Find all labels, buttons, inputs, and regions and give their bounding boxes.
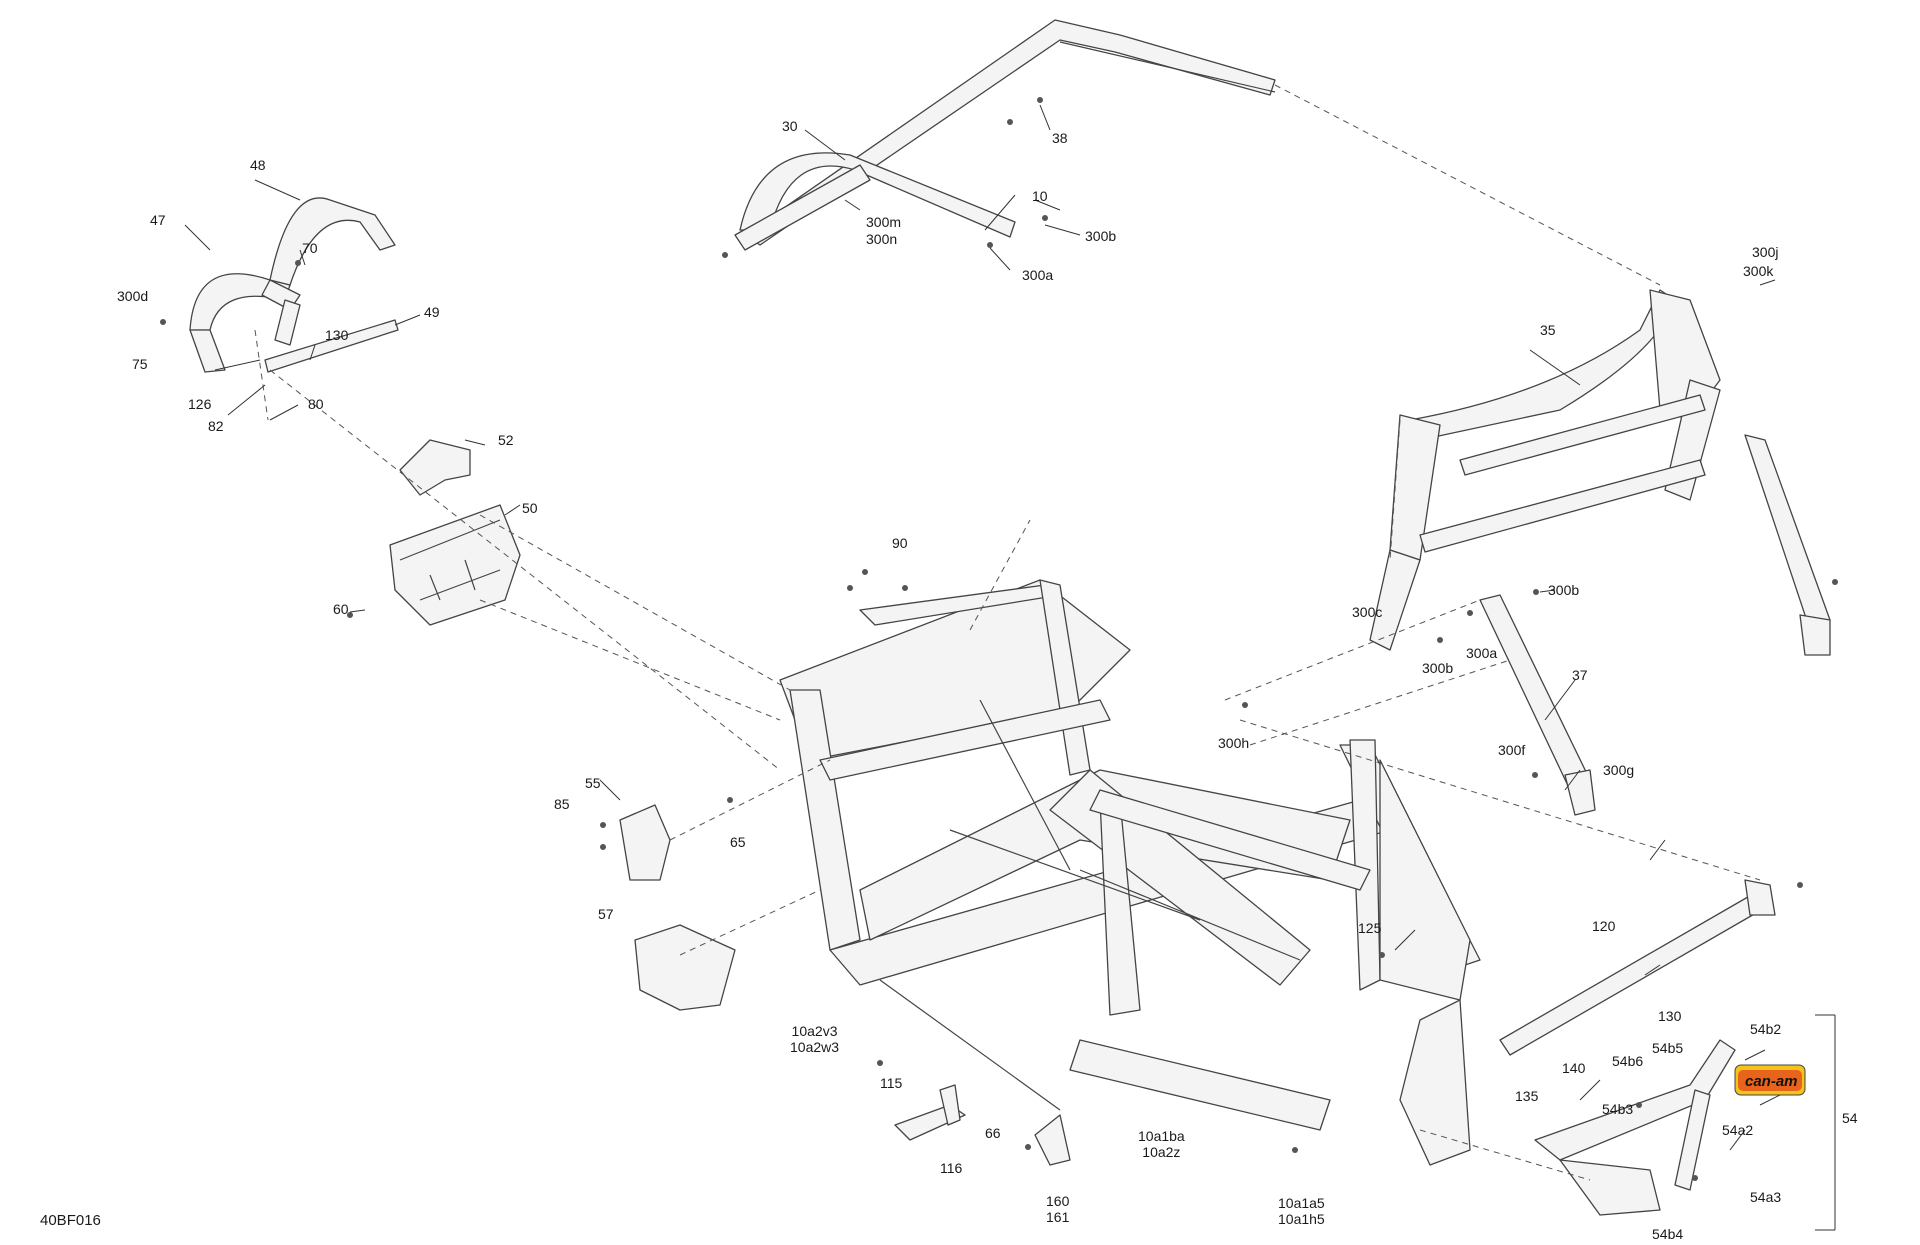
- callout-300m: 300m: [866, 214, 902, 230]
- callout-130-top: 130: [325, 327, 349, 343]
- callout-300b-top: 300b: [1085, 228, 1117, 244]
- rear-roll-cage: [1369, 289, 1831, 656]
- callout-35: 35: [1540, 322, 1556, 338]
- callout-10a2w3: 10a2w3: [790, 1039, 840, 1055]
- callout-54a3: 54a3: [1750, 1189, 1782, 1205]
- callout-10a1a5: 10a1a5: [1278, 1195, 1325, 1211]
- plates-50-52: [389, 439, 521, 626]
- main-frame: [779, 579, 1481, 1166]
- callout-10a1h5: 10a1h5: [1278, 1211, 1325, 1227]
- callout-54b5: 54b5: [1652, 1040, 1684, 1056]
- strut-37: [1479, 594, 1596, 816]
- callout-75: 75: [132, 356, 148, 372]
- callout-10: 10: [1032, 188, 1048, 204]
- callout-30: 30: [782, 118, 798, 134]
- callout-49: 49: [424, 304, 440, 320]
- callout-160-161: 160 161: [1046, 1193, 1069, 1225]
- callout-300c: 300c: [1352, 604, 1383, 620]
- can-am-logo-sticker: can-am: [1734, 1064, 1806, 1096]
- front-grab-bars: [189, 197, 399, 373]
- callout-10a2z: 10a2z: [1142, 1144, 1181, 1160]
- callout-300a-top: 300a: [1022, 267, 1054, 283]
- callout-300b-lower: 300b: [1422, 660, 1454, 676]
- callout-52: 52: [498, 432, 514, 448]
- callout-80: 80: [308, 396, 324, 412]
- callout-54b4: 54b4: [1652, 1226, 1684, 1242]
- callout-54b3: 54b3: [1602, 1101, 1634, 1117]
- callout-135: 135: [1515, 1088, 1539, 1104]
- cross-bar-120: [1499, 879, 1776, 1056]
- callout-126: 126: [188, 396, 212, 412]
- callout-60: 60: [333, 601, 349, 617]
- callout-54a2: 54a2: [1722, 1122, 1754, 1138]
- callout-115: 115: [880, 1075, 903, 1091]
- callout-10a1a5-10a1h5: 10a1a5 10a1h5: [1278, 1195, 1325, 1227]
- callout-300b-right: 300b: [1548, 582, 1580, 598]
- callout-54b6: 54b6: [1612, 1053, 1644, 1069]
- callout-65: 65: [730, 834, 746, 850]
- callout-300f: 300f: [1498, 742, 1526, 758]
- callout-300k: 300k: [1743, 263, 1774, 279]
- callout-300d: 300d: [117, 288, 149, 304]
- lower-brackets: [894, 1084, 1071, 1166]
- callout-82: 82: [208, 418, 224, 434]
- callout-120: 120: [1592, 918, 1616, 934]
- callout-54: 54: [1842, 1110, 1858, 1126]
- callout-85: 85: [554, 796, 570, 812]
- callout-70: 70: [302, 240, 318, 256]
- callout-48: 48: [250, 157, 266, 173]
- callout-10a2v3-10a2w3: 10a2v3 10a2w3: [790, 1023, 839, 1055]
- callout-54b2: 54b2: [1750, 1021, 1782, 1037]
- callout-160: 160: [1046, 1193, 1070, 1209]
- callout-10a2v3: 10a2v3: [791, 1023, 838, 1039]
- front-bumper-54: [1534, 1039, 1736, 1216]
- callout-130-right: 130: [1658, 1008, 1682, 1024]
- callout-66: 66: [985, 1125, 1001, 1141]
- leader-lines: [184, 104, 1836, 1231]
- figure-id: 40BF016: [40, 1212, 101, 1229]
- callout-140: 140: [1562, 1060, 1586, 1076]
- callout-116: 116: [940, 1160, 963, 1176]
- callout-300h: 300h: [1218, 735, 1250, 751]
- callout-125: 125: [1358, 920, 1382, 936]
- callout-10a1ba: 10a1ba: [1138, 1128, 1185, 1144]
- callout-47: 47: [150, 212, 166, 228]
- callout-55: 55: [585, 775, 601, 791]
- callout-10a1ba-10a2z: 10a1ba 10a2z: [1138, 1128, 1185, 1160]
- brackets-55-57: [619, 804, 736, 1011]
- callout-300a-right: 300a: [1466, 645, 1498, 661]
- assembly-lines: [254, 84, 1761, 1181]
- roof-front-bar: [734, 19, 1276, 251]
- callout-161: 161: [1046, 1209, 1070, 1225]
- callout-38: 38: [1052, 130, 1068, 146]
- callout-57: 57: [598, 906, 614, 922]
- callout-90: 90: [892, 535, 908, 551]
- callout-50: 50: [522, 500, 538, 516]
- callout-37: 37: [1572, 667, 1588, 683]
- callout-300n: 300n: [866, 231, 898, 247]
- callout-300g: 300g: [1603, 762, 1635, 778]
- callout-300j: 300j: [1752, 244, 1779, 260]
- fasteners: [160, 97, 1838, 1181]
- can-am-logo-text: can-am: [1745, 1073, 1798, 1090]
